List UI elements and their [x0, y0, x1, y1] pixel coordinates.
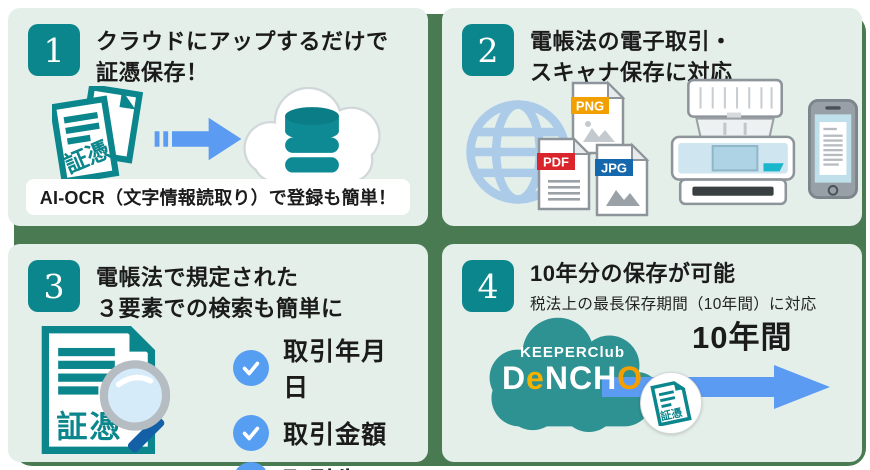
step-2-badge: 2	[462, 24, 514, 76]
panel2-header: 2 電帳法の電子取引・ スキャナ保存に対応	[442, 8, 862, 88]
check-item-label: 取引年月日	[283, 338, 388, 403]
list-item: 取引金額	[233, 415, 408, 452]
svg-text:証憑: 証憑	[659, 405, 683, 423]
timeline-arrow-icon	[602, 364, 830, 409]
evidence-doc-mini-icon: 証憑	[650, 380, 692, 426]
panel3-title: 電帳法で規定された ３要素での検索も簡単に	[96, 262, 344, 324]
list-item: 取引年月日	[233, 332, 408, 404]
panel1-title-line2: 証憑保存！	[96, 60, 209, 86]
check-icon	[233, 415, 270, 452]
check-icon	[233, 350, 270, 387]
upload-arrow-icon	[154, 118, 242, 161]
jpg-file-icon: JPG	[595, 143, 650, 217]
panel3-illustration: 証憑 取引年月日	[8, 324, 428, 470]
panel4-illustration: KEEPERClub DeNCHO 10年間 証憑	[442, 317, 862, 450]
svg-text:JPG: JPG	[601, 161, 627, 176]
panel3-header: 3 電帳法で規定された ３要素での検索も簡単に	[8, 244, 428, 324]
panel4-header: 4 10年分の保存が可能 税法上の最長保存期間（10年間）に対応	[442, 244, 862, 314]
panel1-header: 1 クラウドにアップするだけで 証憑保存！	[8, 8, 428, 88]
panel4-subtitle: 税法上の最長保存期間（10年間）に対応	[530, 295, 817, 313]
magnifier-icon	[99, 360, 171, 454]
pan3-title-line2: ３要素での検索も簡単に	[96, 296, 344, 322]
dencho-logo: KEEPERClub DeNCHO	[480, 344, 665, 396]
panel1-illustration: 証憑	[8, 86, 428, 186]
check-icon	[233, 462, 270, 470]
panel-search-three-elements: 3 電帳法で規定された ３要素での検索も簡単に 証憑	[8, 244, 428, 470]
panel2-title-line1: 電帳法の電子取引・	[530, 29, 733, 54]
smartphone-icon	[808, 99, 858, 200]
search-elements-list: 取引年月日 取引金額 取引先	[233, 332, 408, 470]
svg-text:PDF: PDF	[543, 155, 569, 170]
pdf-file-icon: PDF	[537, 137, 592, 211]
keeperclub-logo-text: KEEPERClub	[519, 343, 625, 361]
evidence-doc-badge: 証憑	[640, 371, 702, 434]
ten-years-label: 10年間	[692, 319, 793, 355]
step-3-badge: 3	[28, 260, 80, 312]
panel4-title-block: 10年分の保存が可能 税法上の最長保存期間（10年間）に対応	[530, 260, 816, 314]
cloud-database-icon	[243, 87, 381, 184]
check-item-label: 取引金額	[283, 421, 388, 450]
panel4-title: 10年分の保存が可能	[530, 261, 736, 286]
panel2-illustration: PNG PDF JPG	[442, 79, 862, 217]
panel-dencho-law-support: 2 電帳法の電子取引・ スキャナ保存に対応 PNG	[442, 8, 862, 226]
ocr-caption: AI-OCR（文字情報読取り）で登録も簡単！	[26, 179, 410, 215]
panel1-title: クラウドにアップするだけで 証憑保存！	[96, 26, 389, 88]
step-1-badge: 1	[28, 24, 80, 76]
panel-cloud-upload: 1 クラウドにアップするだけで 証憑保存！ 証憑	[8, 8, 428, 226]
check-item-label: 取引先	[283, 462, 361, 470]
png-file-icon: PNG	[571, 81, 626, 155]
dencho-logo-text: DeNCHO	[501, 359, 644, 396]
panel-ten-year-retention: 4 10年分の保存が可能 税法上の最長保存期間（10年間）に対応 KEEPERC…	[442, 244, 862, 462]
svg-text:PNG: PNG	[576, 99, 604, 114]
step-4-badge: 4	[462, 260, 514, 312]
document-search-icon: 証憑	[41, 326, 171, 455]
jpg-badge	[595, 159, 633, 177]
panel3-title-line1: 電帳法で規定された	[96, 265, 299, 290]
scanner-icon	[670, 79, 796, 206]
panel1-title-line1: クラウドにアップするだけで	[96, 29, 389, 54]
png-badge	[571, 97, 609, 115]
pdf-badge	[537, 153, 575, 171]
evidence-document-stack-icon: 証憑	[52, 86, 144, 186]
list-item: 取引先	[233, 462, 408, 470]
